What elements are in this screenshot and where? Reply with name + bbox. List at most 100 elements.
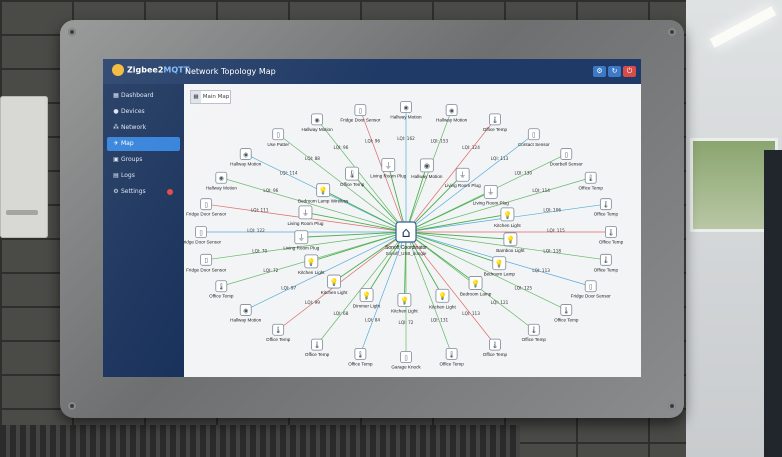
brand-logo[interactable]: Zigbee2MQTT [112, 64, 189, 76]
router-node[interactable]: ◉Hallway Motion [411, 158, 443, 179]
mesh-link [245, 231, 407, 311]
lqi-label: LQI: 124 [462, 145, 480, 150]
end-device-node[interactable]: 🌡Office Temp [439, 347, 464, 366]
contact-sensor-icon: ▯ [199, 229, 202, 236]
power-button[interactable]: ⏻ [623, 66, 636, 77]
router-node[interactable]: 💡Bamboo Light [496, 232, 525, 253]
lqi-label: LQI: 84 [365, 318, 380, 323]
end-device-node[interactable]: 🌡Office Temp [305, 338, 330, 357]
node-label: Hallway Motion [301, 127, 333, 132]
end-device-node[interactable]: ▯Use Patter [267, 128, 290, 147]
node-box [483, 184, 498, 199]
node-box [397, 293, 412, 307]
end-device-node[interactable]: ◉Hallway Motion [230, 148, 262, 167]
node-box [200, 253, 213, 266]
end-device-node[interactable]: 🌡Office Temp [522, 323, 547, 342]
end-device-node[interactable]: ◉Hallway Motion [390, 101, 422, 120]
node-box [503, 232, 518, 247]
lqi-label: LQI: 153 [431, 138, 449, 143]
router-node[interactable]: ⏚Living Room Plug [283, 230, 320, 251]
brand-prefix: Zigbee2 [127, 65, 164, 75]
node-box [419, 158, 434, 173]
end-device-node[interactable]: 🌡Office Temp [579, 171, 604, 190]
sidebar-item-devices[interactable]: ●Devices [107, 105, 180, 119]
router-node[interactable]: 💡Bedroom Lamp [460, 276, 492, 296]
end-device-node[interactable]: ◉Hallway Motion [436, 104, 468, 123]
background-door-frame [764, 150, 782, 457]
mesh-link [405, 231, 567, 311]
end-device-node[interactable]: 🌡Office Temp [594, 198, 619, 217]
end-device-node[interactable]: 🌡Office Temp [266, 323, 291, 342]
sidebar-item-logs[interactable]: ▤Logs [107, 169, 180, 183]
router-node[interactable]: 💡Kitchen Light [429, 288, 456, 309]
end-device-node[interactable]: ▯Fridge Door Sensor [184, 226, 222, 245]
router-node[interactable]: 🌡Office Temp [340, 166, 365, 187]
end-device-node[interactable]: ▯Fridge Door Sensor [186, 253, 227, 272]
node-label: Kitchen Light [494, 223, 521, 228]
motion-sensor-icon: ◉ [314, 117, 319, 124]
end-device-node[interactable]: ◉Hallway Motion [206, 171, 238, 190]
router-link [405, 231, 511, 240]
end-device-node[interactable]: 🌡Office Temp [348, 347, 373, 366]
end-device-node[interactable]: 🌡Office Temp [209, 280, 234, 299]
end-device-node[interactable]: ◉Hallway Motion [230, 304, 262, 322]
plug-icon: ⏚ [385, 161, 392, 170]
sidebar-item-label: Dashboard [121, 92, 154, 99]
router-link [333, 231, 407, 282]
end-device-node[interactable]: ▯Doorbell Sensor [550, 148, 583, 167]
end-device-node[interactable]: 🌡Office Temp [594, 253, 619, 272]
end-device-node[interactable]: 🌡Office Temp [599, 226, 624, 245]
coordinator-sub: Sonoff_USB_dongle [386, 251, 427, 256]
devices-icon: ● [113, 108, 119, 115]
end-device-node[interactable]: 🌡Office Temp [554, 304, 579, 322]
router-node[interactable]: ⏚Living Room Plug [287, 205, 324, 226]
lqi-label: LQI: 72 [399, 320, 414, 325]
router-node[interactable]: 💡Kitchen Light [391, 293, 418, 313]
end-device-node[interactable]: 🌡Office Temp [483, 338, 508, 357]
router-node[interactable]: 💡Bedroom Lamp Wireless [298, 183, 349, 204]
router-node[interactable]: ⏚Living Room Plug [473, 184, 509, 205]
plug-icon: ⏚ [487, 188, 494, 197]
end-device-node[interactable]: ▯Fridge Door Sensor [186, 198, 227, 217]
end-device-node[interactable]: ◉ Hallway Motion [301, 113, 333, 132]
lqi-label: LQI: 118 [543, 248, 561, 253]
router-node[interactable]: 💡Dimmer Light [353, 288, 381, 309]
node-box [239, 304, 252, 316]
thermometer-icon: 🌡 [348, 170, 357, 179]
end-device-node[interactable]: ▯Contact Sensor [518, 128, 550, 147]
router-node[interactable]: ⏚Living Room Plug [445, 167, 481, 188]
lqi-label: LQI: 113 [462, 311, 480, 316]
end-device-node[interactable]: 🌡Office Temp [483, 113, 508, 132]
end-device-node[interactable]: ▯Garage Knock [391, 351, 421, 370]
lqi-label: LQI: 96 [263, 188, 278, 193]
router-link [322, 189, 407, 233]
sidebar-item-network[interactable]: ⁂Network [107, 121, 180, 135]
node-box [527, 128, 540, 141]
end-device-node[interactable]: ▯Fridge Door Sensor [340, 104, 381, 123]
router-node[interactable]: 💡Bedroom Lamp [484, 256, 516, 277]
sidebar-item-groups[interactable]: ▣Groups [107, 153, 180, 167]
sidebar-item-map[interactable]: ✈Map [107, 137, 180, 151]
lqi-label: LQI: 97 [281, 285, 296, 290]
sidebar-item-settings[interactable]: ⚙Settings [107, 185, 180, 199]
router-node[interactable]: 💡Kitchen Light [298, 254, 325, 275]
sidebar-item-dashboard[interactable]: ▦Dashboard [107, 89, 180, 103]
power-icon: ⏻ [626, 67, 633, 75]
router-link [405, 165, 428, 233]
main-map-button[interactable]: ▦ Main Map [190, 90, 231, 104]
router-node[interactable]: 💡Kitchen Light [321, 274, 348, 295]
motion-sensor-icon: ◉ [243, 151, 248, 158]
mesh-link [277, 231, 407, 331]
node-box [327, 274, 341, 289]
router-node[interactable]: 💡Kitchen Light [494, 207, 521, 228]
thermometer-icon: 🌡 [274, 326, 282, 334]
end-device-node[interactable]: ▯Fridge Door Sensor [571, 280, 612, 299]
router-link [305, 211, 407, 233]
settings-button[interactable]: ⚙ [593, 66, 606, 77]
node-label: Hallway Motion [436, 118, 468, 123]
thermometer-icon: 🌡 [587, 174, 595, 182]
refresh-button[interactable]: ↻ [608, 66, 621, 77]
router-node[interactable]: ⏚Living Room Plug [370, 158, 407, 178]
